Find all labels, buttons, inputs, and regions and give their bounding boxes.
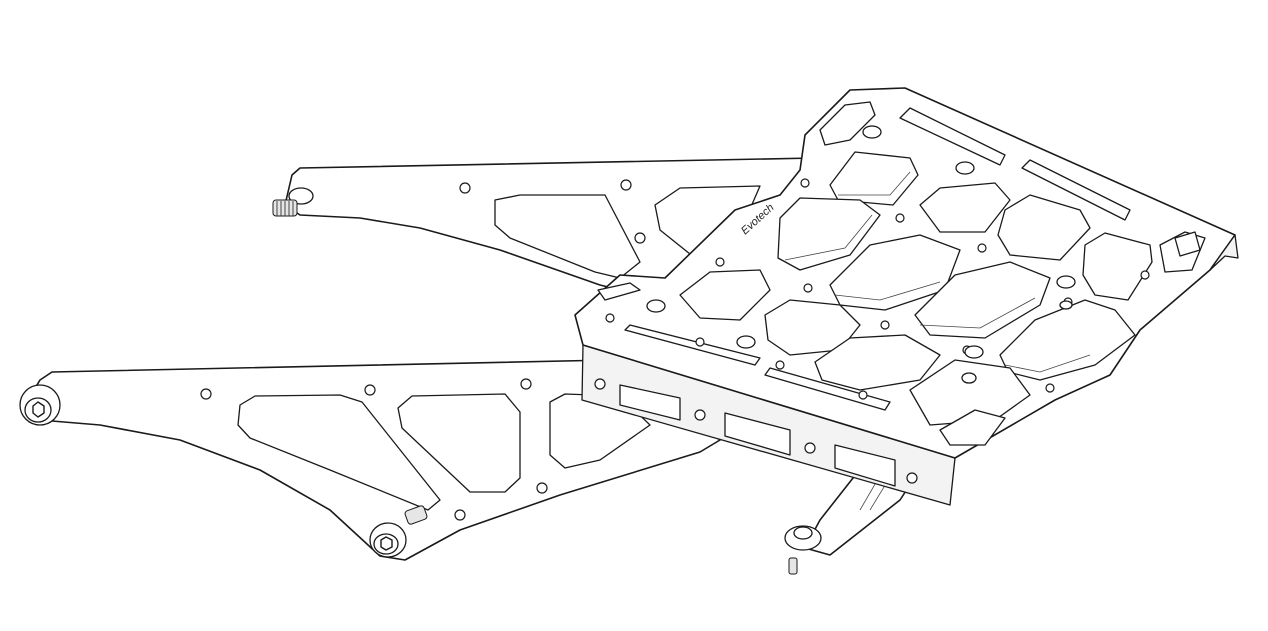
screw-heads: [646, 125, 1076, 384]
lower-arm-front-bolt: [19, 384, 61, 426]
rack-top-plate: [574, 87, 1239, 506]
lower-arm-rear-bolt: [369, 505, 428, 558]
lower-side-arm: [24, 359, 721, 561]
upper-arm-stud-bolt: [272, 187, 314, 217]
